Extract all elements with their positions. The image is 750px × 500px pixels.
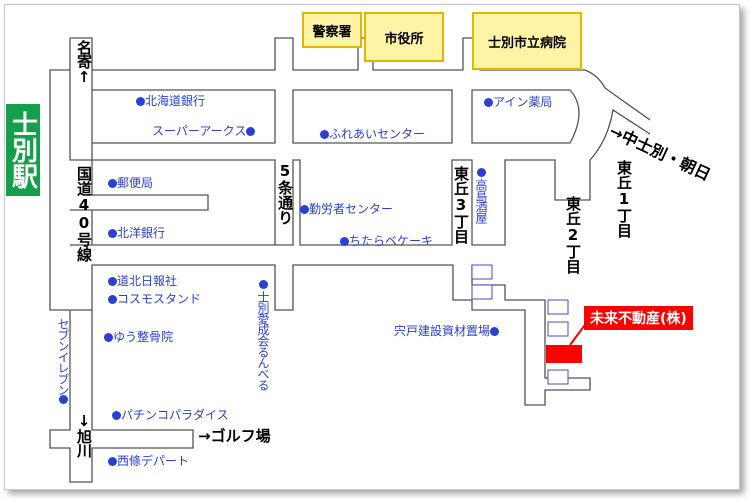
street-kokudo40: 国道40号線 [75, 166, 93, 262]
direction-golf: →ゴルフ場 [198, 428, 271, 444]
street-higashioka1: 東丘1丁目 [615, 160, 633, 238]
station-name: 士別駅 [7, 111, 38, 189]
poi-chitara-cake: ちたらベケーキ [340, 234, 433, 248]
target-marker [546, 345, 582, 363]
poi-dot-icon [484, 98, 493, 107]
target-label-text: 未来不動産(株) [590, 311, 687, 327]
poi-dot-icon [476, 168, 486, 177]
poi-dot-icon [58, 395, 68, 404]
direction-nayoro: 名寄↑ [75, 40, 93, 85]
poi-post-office-text: 郵便局 [117, 176, 154, 190]
poi-hokkaido-bank: 北海道銀行 [136, 94, 205, 108]
road-outline [49, 37, 651, 483]
poi-dot-icon [108, 277, 117, 286]
poi-pachinko-paradise: パチンコパラダイス [112, 408, 229, 422]
direction-asahikawa-text: ↓旭川 [75, 412, 93, 457]
poi-dot-icon [104, 333, 113, 342]
poi-cosmos-stand-text: コスモスタンド [117, 292, 202, 306]
poi-yuu-seikotsuin: ゆう整骨院 [104, 330, 173, 344]
poi-hokuyo-bank: 北洋銀行 [108, 226, 165, 240]
poi-dohoku-nippo-text: 道北日報社 [117, 274, 178, 288]
poi-dot-icon [490, 327, 500, 336]
poi-dohoku-nippo: 道北日報社 [108, 274, 177, 288]
poi-shishido-yard: 宍戸建設資材置場 [394, 324, 500, 338]
poi-seven-eleven-text: セブンイレブン [56, 318, 70, 395]
poi-takashima-sakaya: 高島酒屋 [474, 168, 488, 223]
poi-saijo-department-text: 西條デパート [117, 454, 190, 468]
street-kokudo40-text: 国道40号線 [75, 166, 93, 262]
street-higashioka3: 東丘3丁目 [452, 166, 470, 244]
street-higashioka2-text: 東丘2丁目 [564, 196, 582, 274]
poi-aiseikai-runberu: 士別愛成会るんべる [256, 280, 270, 390]
poi-aiseikai-runberu-text: 士別愛成会るんべる [256, 291, 270, 390]
direction-golf-text: →ゴルフ場 [198, 427, 271, 445]
poi-dot-icon [320, 130, 329, 139]
direction-nayoro-text: 名寄↑ [75, 40, 93, 85]
poi-super-arcs: スーパーアークス [152, 124, 256, 138]
street-higashioka3-text: 東丘3丁目 [452, 166, 470, 244]
block-square-1 [471, 264, 493, 280]
police-station: 警察署 [302, 12, 362, 48]
target-label: 未来不動産(株) [584, 306, 693, 330]
poi-ain-pharmacy: アイン薬局 [484, 95, 552, 109]
poi-dot-icon [300, 205, 309, 214]
poi-dot-icon [112, 411, 121, 420]
poi-chitara-cake-text: ちたらベケーキ [349, 234, 434, 248]
poi-dot-icon [108, 229, 117, 238]
police-station-label: 警察署 [312, 24, 352, 40]
poi-dot-icon [340, 237, 349, 246]
poi-fureai-center: ふれあいセンター [320, 127, 425, 141]
poi-hokuyo-bank-text: 北洋銀行 [117, 226, 166, 240]
street-5jo-text: 5条通り [276, 162, 294, 225]
poi-shishido-yard-text: 宍戸建設資材置場 [394, 324, 491, 338]
poi-dot-icon [258, 280, 268, 289]
poi-hokkaido-bank-text: 北海道銀行 [145, 94, 206, 108]
poi-yuu-seikotsuin-text: ゆう整骨院 [113, 330, 174, 344]
block-square-2 [471, 284, 493, 300]
poi-dot-icon [246, 127, 256, 136]
poi-seven-eleven: セブンイレブン [56, 318, 70, 406]
street-5jo: 5条通り [276, 162, 294, 225]
street-higashioka2: 東丘2丁目 [564, 196, 582, 274]
poi-pachinko-paradise-text: パチンコパラダイス [121, 408, 229, 422]
poi-takashima-sakaya-text: 高島酒屋 [474, 179, 488, 223]
station-label: 士別駅 [6, 104, 40, 196]
city-hall-label: 市役所 [384, 31, 424, 47]
poi-dot-icon [136, 97, 145, 106]
block-square-4 [547, 321, 569, 337]
block-square-3 [547, 299, 569, 315]
poi-dot-icon [108, 295, 117, 304]
poi-kinrousha-center-text: 勤労者センター [309, 202, 394, 216]
poi-kinrousha-center: 勤労者センター [300, 202, 393, 216]
poi-fureai-center-text: ふれあいセンター [329, 127, 426, 141]
poi-dot-icon [108, 457, 117, 466]
city-hospital: 士別市立病院 [472, 12, 582, 70]
direction-asahikawa: ↓旭川 [75, 412, 93, 457]
map-frame [4, 4, 740, 490]
poi-cosmos-stand: コスモスタンド [108, 292, 201, 306]
city-hall: 市役所 [364, 12, 444, 62]
street-higashioka1-text: 東丘1丁目 [615, 160, 633, 238]
poi-ain-pharmacy-text: アイン薬局 [493, 95, 553, 109]
block-square-5 [547, 369, 569, 385]
poi-post-office: 郵便局 [108, 176, 153, 190]
city-hospital-label: 士別市立病院 [487, 35, 566, 51]
poi-saijo-department: 西條デパート [108, 454, 189, 468]
poi-super-arcs-text: スーパーアークス [152, 124, 247, 138]
poi-dot-icon [108, 179, 117, 188]
